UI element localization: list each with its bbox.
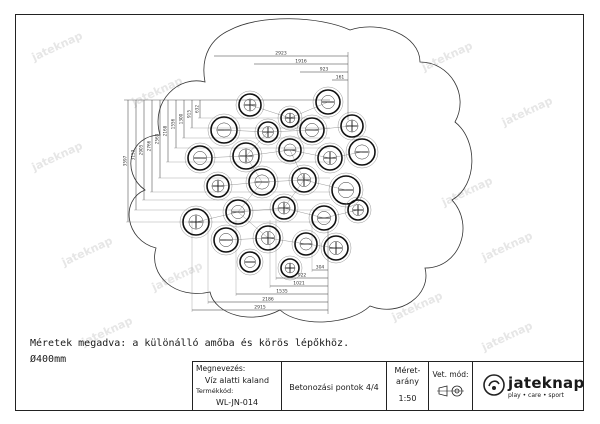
drawing-frame: [15, 14, 584, 411]
title-block-projection-cell: Vet. mód:: [429, 362, 473, 411]
bottom-dimension-label: 304: [316, 265, 325, 271]
brand-name: jateknap: [508, 374, 585, 392]
title-block-logo-cell: jateknap play • care • sport: [473, 362, 584, 411]
connector-line: [245, 155, 263, 183]
bottom-dimension-label: 922: [298, 273, 307, 279]
left-dimension-label: 3597: [123, 155, 128, 166]
left-dimension-label: 3153: [131, 149, 136, 160]
stepping-stone: [236, 248, 264, 276]
connector-line: [249, 104, 291, 119]
connector-line: [283, 207, 325, 219]
diameter-note: Ø400mm: [30, 354, 67, 365]
connector-line: [223, 129, 269, 133]
stepping-stone: [184, 142, 216, 174]
connector-line: [283, 179, 305, 209]
top-dimension-label: 923: [320, 67, 329, 73]
stepping-stone: [296, 114, 328, 146]
connector-line: [289, 101, 329, 119]
stepping-stone: [275, 135, 305, 165]
bottom-dimension-label: 2915: [254, 305, 266, 311]
connector-line: [267, 237, 307, 245]
scale-label-1: Méret-: [394, 366, 421, 375]
stepping-stone: [229, 139, 263, 173]
bottom-dimension-label: 1021: [293, 281, 305, 287]
left-dimension-label: 2168: [163, 125, 168, 136]
top-dimension-label: 1916: [295, 59, 307, 65]
stepping-stone: [337, 111, 367, 141]
stepping-stone: [344, 196, 372, 224]
left-dimension-label: 2766: [147, 140, 152, 151]
megnevezes-label: Megnevezés:: [196, 364, 246, 373]
connector-line: [225, 237, 269, 241]
dimension-note: Méretek megadva: a különálló amőba és kö…: [30, 338, 350, 349]
projection-symbol-icon: [437, 385, 464, 397]
stepping-stone: [207, 113, 241, 147]
top-dimensions: 2923 1916 923 161: [214, 51, 349, 120]
connector-line: [245, 149, 291, 157]
connector-line: [311, 125, 353, 131]
stepping-stone: [245, 165, 279, 199]
left-dimension-label: 915: [187, 110, 192, 118]
title-block-sheet-cell: Betonozási pontok 4/4: [282, 362, 387, 411]
stepping-stone: [277, 105, 303, 131]
top-dimension-label: 161: [336, 75, 345, 81]
product-code: WL-JN-014: [215, 398, 259, 407]
title-block-scale-cell: Méret- arány 1:50: [387, 362, 429, 411]
connector-line: [289, 149, 331, 159]
stepping-stone: [312, 86, 344, 118]
scale-label-2: arány: [396, 377, 419, 386]
bottom-dimension-label: 1535: [276, 289, 288, 295]
connector-line: [323, 209, 359, 219]
projection-label: Vet. mód:: [432, 370, 469, 379]
connector-line: [195, 211, 239, 223]
connector-line: [237, 207, 285, 213]
connector-line: [303, 179, 347, 191]
title-block: Megnevezés: Víz alatti kaland Termékkód:…: [192, 361, 584, 411]
brand-tagline: play • care • sport: [508, 392, 564, 399]
connector-line: [329, 151, 363, 159]
title-block-name-cell: Megnevezés: Víz alatti kaland Termékkód:…: [193, 362, 282, 411]
left-dimension-label: 2563: [155, 133, 160, 144]
left-dimension-label: 1300: [179, 113, 184, 124]
product-name: Víz alatti kaland: [204, 376, 270, 385]
scale-value: 1:50: [398, 394, 417, 403]
stepping-stone: [277, 255, 303, 281]
connector-line: [199, 155, 247, 159]
stepping-stones: [179, 86, 379, 281]
left-dimension-label: 2905: [139, 144, 144, 155]
stepping-stone: [328, 172, 364, 208]
connector-line: [217, 181, 263, 187]
connector-line: [261, 179, 305, 183]
bottom-dimension-label: 2186: [262, 297, 274, 303]
sheet-title: Betonozási pontok 4/4: [289, 383, 379, 392]
cloud-outline: [128, 18, 473, 323]
connector-line: [237, 181, 263, 213]
left-dimension-label: 1556: [171, 118, 176, 129]
connector-line: [305, 243, 337, 249]
connector-line: [237, 211, 269, 239]
jateknap-logo-icon: [483, 374, 505, 396]
connector-line: [267, 129, 313, 133]
stepping-stone: [291, 229, 321, 259]
left-dimension-label: 632: [195, 105, 200, 113]
connector-line: [289, 149, 305, 181]
top-dimension-label: 2923: [275, 51, 287, 57]
connector-line: [245, 131, 269, 157]
stepping-stone: [222, 196, 254, 228]
termekkod-label: Termékkód:: [196, 387, 234, 395]
stepping-stone: [252, 222, 284, 254]
